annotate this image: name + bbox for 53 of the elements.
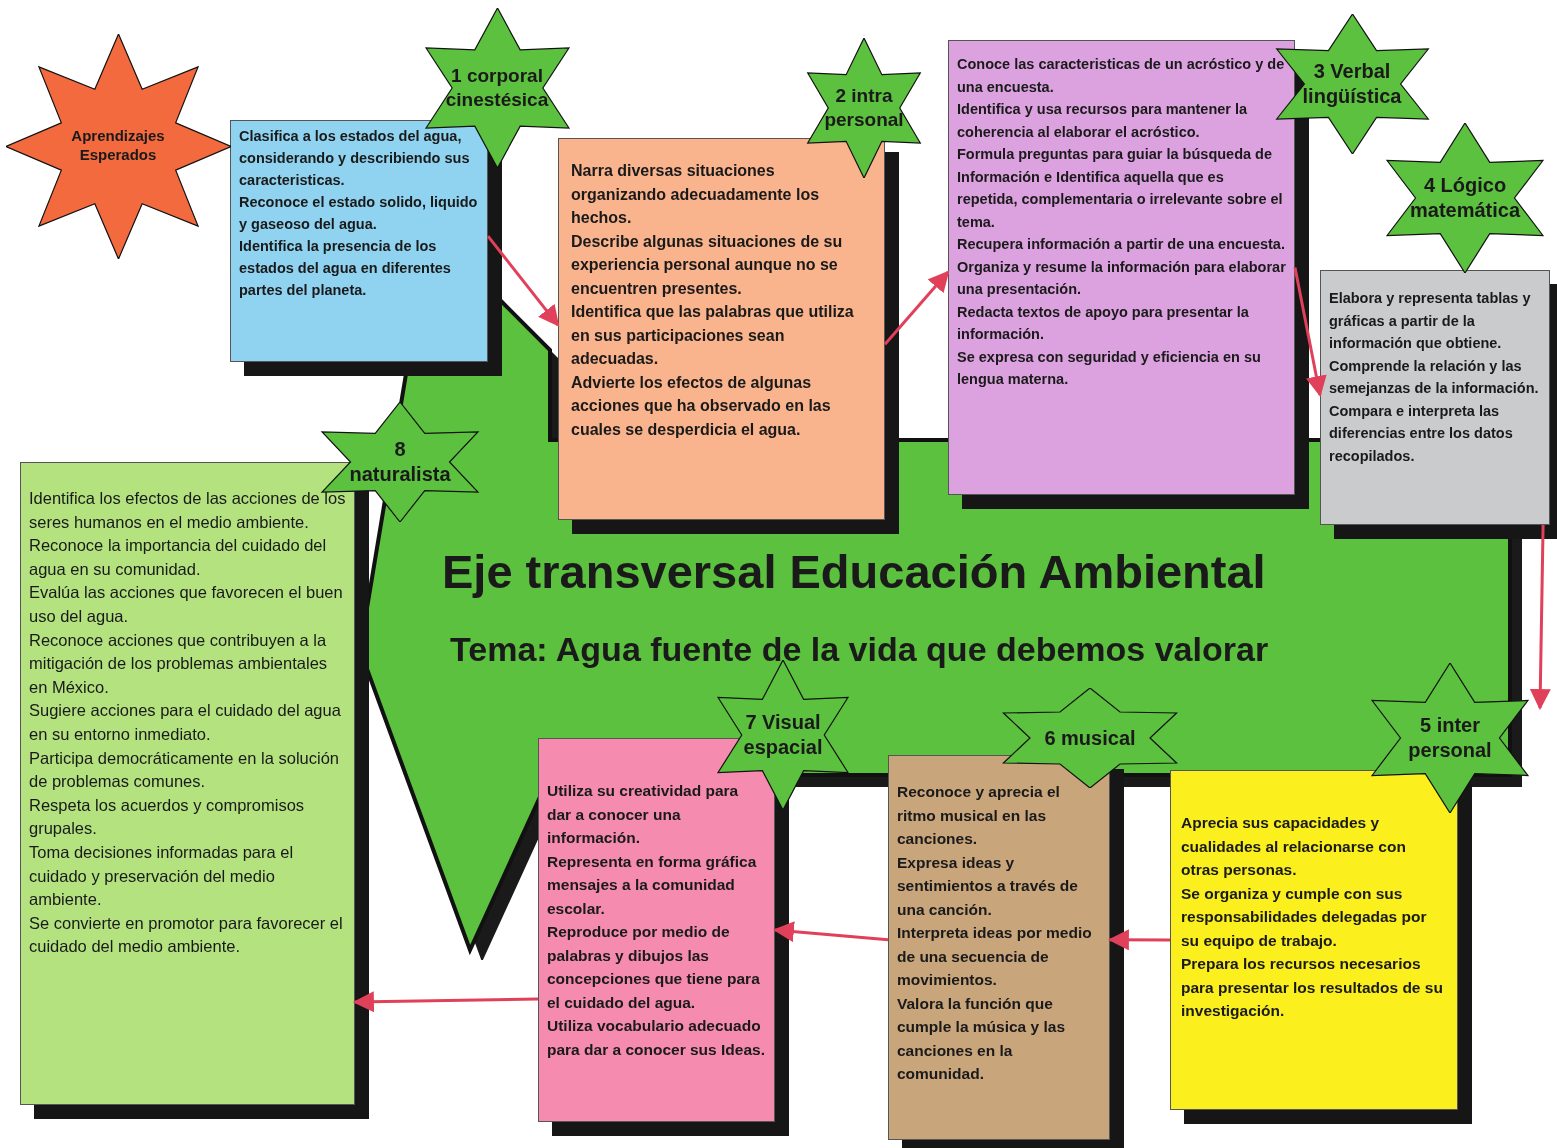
statement-text: Valora la función que cumple la música y las canciones en la comunidad.: [897, 993, 1066, 1084]
star-label: 3 Verbal lingüística: [1301, 59, 1403, 109]
statement-text: Utiliza vocabulario adecuado para dar a conocer sus Ideas.: [547, 1016, 766, 1060]
statement-text: Formula preguntas para guiar la búsqueda de Información e Identifica aquella que es repetida, complementaria o irrelevante sobre el tema.: [957, 145, 1284, 232]
statement-text: Clasifica a los estados del agua, considerando y describiendo sus caracteristicas.: [239, 127, 471, 190]
star-label: 6 musical: [1043, 725, 1137, 751]
statement-text: Reconoce acciones que contribuyen a la mitigación de los problemas ambientales en México.: [29, 629, 329, 698]
statement-text: Reconoce el estado solido, liquido y gaseoso del agua.: [239, 193, 479, 234]
statement-text: Aprecia sus capacidades y cualidades al relacionarse con otras personas.: [1181, 813, 1407, 880]
arrow: [1107, 929, 1170, 951]
star-label: 7 Visual espacial: [742, 710, 824, 760]
statement-text: Interpreta ideas por medio de una secuencia de movimientos.: [897, 923, 1093, 990]
statement-text: Narra diversas situaciones organizando adecuadamente los hechos.: [571, 161, 821, 228]
statement-text: Se expresa con seguridad y eficiencia en su lengua materna.: [957, 347, 1262, 389]
statement-text: Representa en forma gráfica mensajes a la comunidad escolar.: [547, 851, 758, 919]
statement-text: Conoce las caracteristicas de un acróstico y de una encuesta.: [957, 55, 1286, 97]
statement-text: Utiliza su creatividad para dar a conocer una información.: [547, 781, 740, 848]
statement-text: Reproduce por medio de palabras y dibujos las concepciones que tiene para el cuidado del agua.: [547, 922, 761, 1013]
star-label: 8 naturalista: [348, 437, 452, 487]
arrow: [486, 235, 560, 327]
star-label: 2 intra personal: [823, 84, 905, 132]
statement-text: Recupera información a partir de una encuesta.: [957, 235, 1286, 254]
statement-text: Redacta textos de apoyo para presentar la información.: [957, 302, 1250, 344]
subtitle-text: Tema: Agua fuente de la vida que debemos valorar: [450, 632, 1269, 666]
statement-text: Identifica y usa recursos para mantener la coherencia al elaborar el acróstico.: [957, 100, 1249, 142]
statement-text: Reconoce y aprecia el ritmo musical en las canciones.: [897, 782, 1061, 849]
statement-text: Expresa ideas y sentimientos a través de una canción.: [897, 852, 1079, 920]
arrow: [352, 991, 539, 1013]
statement-text: Participa democráticamente en la solución de problemas comunes.: [29, 747, 340, 793]
statement-text: Identifica la presencia de los estados del agua en diferentes partes del planeta.: [239, 237, 452, 300]
statement-text: Se convierte en promotor para favorecer el cuidado del medio ambiente.: [29, 912, 344, 958]
statement-text: Compara e interpreta las diferencias entre los datos recopilados.: [1329, 401, 1514, 466]
star-label: 5 inter personal: [1407, 713, 1493, 763]
statement-text: Sugiere acciones para el cuidado del agua en su entorno inmediato.: [29, 700, 342, 745]
arrow: [1529, 524, 1551, 711]
statement-text: Respeta los acuerdos y compromisos grupales.: [29, 794, 306, 840]
statement-text: Prepara los recursos necesarios para presentar los resultados de su investigación.: [1181, 954, 1444, 1021]
statement-text: Evalúa las acciones que favorecen el buen uso del agua.: [29, 582, 344, 627]
statement-text: Describe algunas situaciones de su experiencia personal aunque no se encuentren presentes.: [571, 231, 844, 299]
arrow: [883, 270, 950, 346]
star-label: Aprendizajes Esperados: [70, 127, 166, 165]
statement-text: Identifica los efectos de las acciones de los seres humanos en el medio ambiente.: [29, 488, 346, 533]
star-label: 1 corporal cinestésica: [444, 64, 550, 112]
statement-text: Elabora y representa tablas y gráficas a partir de la información que obtiene.: [1329, 289, 1532, 353]
star-label: 4 Lógico matemática: [1408, 173, 1522, 223]
statement-text: Reconoce la importancia del cuidado del agua en su comunidad.: [29, 535, 328, 580]
statement-text: Identifica que las palabras que utiliza en sus participaciones sean adecuadas.: [571, 302, 855, 369]
statement-text: Advierte los efectos de algunas acciones que ha observado en las cuales se desperdicia el agua.: [571, 372, 832, 440]
statement-text: Comprende la relación y las semejanzas de la información.: [1329, 356, 1540, 398]
arrow: [772, 921, 889, 943]
statement-text: Organiza y resume la información para elaborar una presentación.: [957, 257, 1286, 299]
statement-text: Se organiza y cumple con sus responsabilidades delegadas por su equipo de trabajo.: [1181, 883, 1428, 951]
statement-text: Toma decisiones informadas para el cuidado y preservación del medio ambiente.: [29, 841, 295, 911]
